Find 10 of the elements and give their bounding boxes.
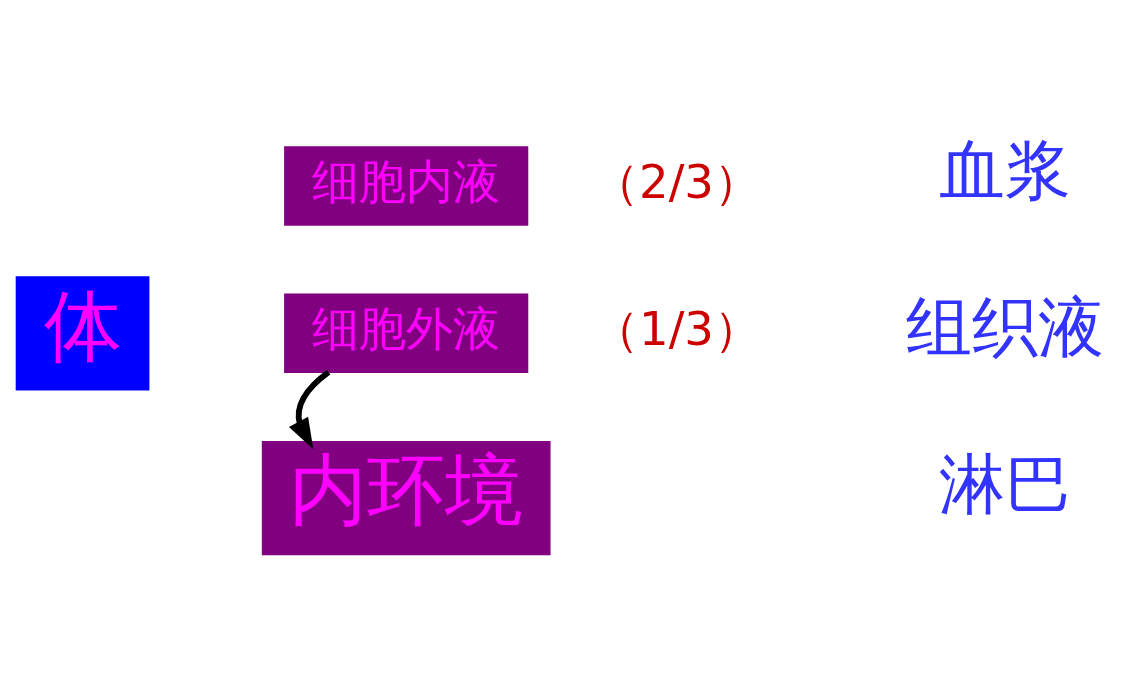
arrow bbox=[288, 369, 331, 450]
label: 淋巴 bbox=[939, 446, 1071, 524]
node-label: （1/3） bbox=[592, 302, 761, 357]
node-box: 体 bbox=[15, 276, 150, 391]
node-box: 内环境 bbox=[261, 440, 551, 556]
node-label: （2/3） bbox=[592, 155, 761, 210]
label: 组织液 bbox=[906, 289, 1104, 367]
node-box: 细胞内液 bbox=[284, 146, 529, 226]
label: 血浆 bbox=[939, 132, 1071, 210]
node-box: 细胞外液 bbox=[284, 293, 529, 374]
